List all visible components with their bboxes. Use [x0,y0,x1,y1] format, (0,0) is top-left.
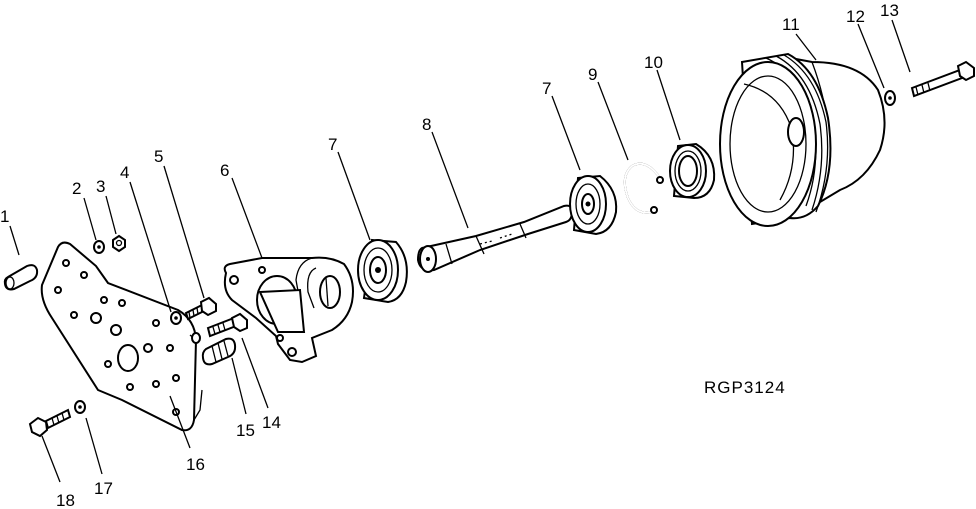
callout-3: 3 [96,177,105,196]
callout-9: 9 [588,65,597,84]
callout-2: 2 [72,179,81,198]
part-7-ball-bearing-right [569,174,618,236]
part-12-washer [884,90,896,106]
callout-6: 6 [220,161,229,180]
part-2-lock-washer [93,240,105,254]
part-6-bearing-housing [223,256,354,364]
leader-lines [9,19,911,483]
part-11-pulley [719,52,886,227]
callout-18: 18 [56,491,75,509]
callout-15: 15 [236,421,255,440]
callout-7-right: 7 [542,79,551,98]
part-10-seal [669,142,716,200]
callout-10: 10 [644,53,663,72]
callout-1: 1 [0,207,9,226]
part-16-mounting-plate [40,241,203,432]
callout-14: 14 [262,413,281,432]
part-17-lock-washer [74,400,86,414]
part-5-capscrew [184,296,217,321]
callout-labels: 1 2 3 4 5 6 7 8 7 9 10 11 12 13 14 15 16… [0,1,899,509]
part-18-capscrew [28,408,72,438]
figure-code: RGP3124 [704,378,786,397]
callout-5: 5 [154,147,163,166]
part-8-shaft [416,204,574,273]
part-3-nut [112,234,126,253]
callout-7-left: 7 [328,135,337,154]
callout-12: 12 [846,7,865,26]
part-4-lock-washer [170,311,182,325]
part-15-plug [201,337,237,366]
callout-11: 11 [782,15,800,34]
callout-13: 13 [880,1,899,20]
part-13-capscrew [910,60,975,98]
callout-8: 8 [422,115,431,134]
callout-17: 17 [94,479,113,498]
part-9-snap-ring [623,162,664,214]
part-7-ball-bearing-left [357,238,408,304]
part-1-dowel-pin [3,264,39,291]
part-14-capscrew [191,312,248,344]
callout-16: 16 [186,455,205,474]
callout-4: 4 [120,163,129,182]
